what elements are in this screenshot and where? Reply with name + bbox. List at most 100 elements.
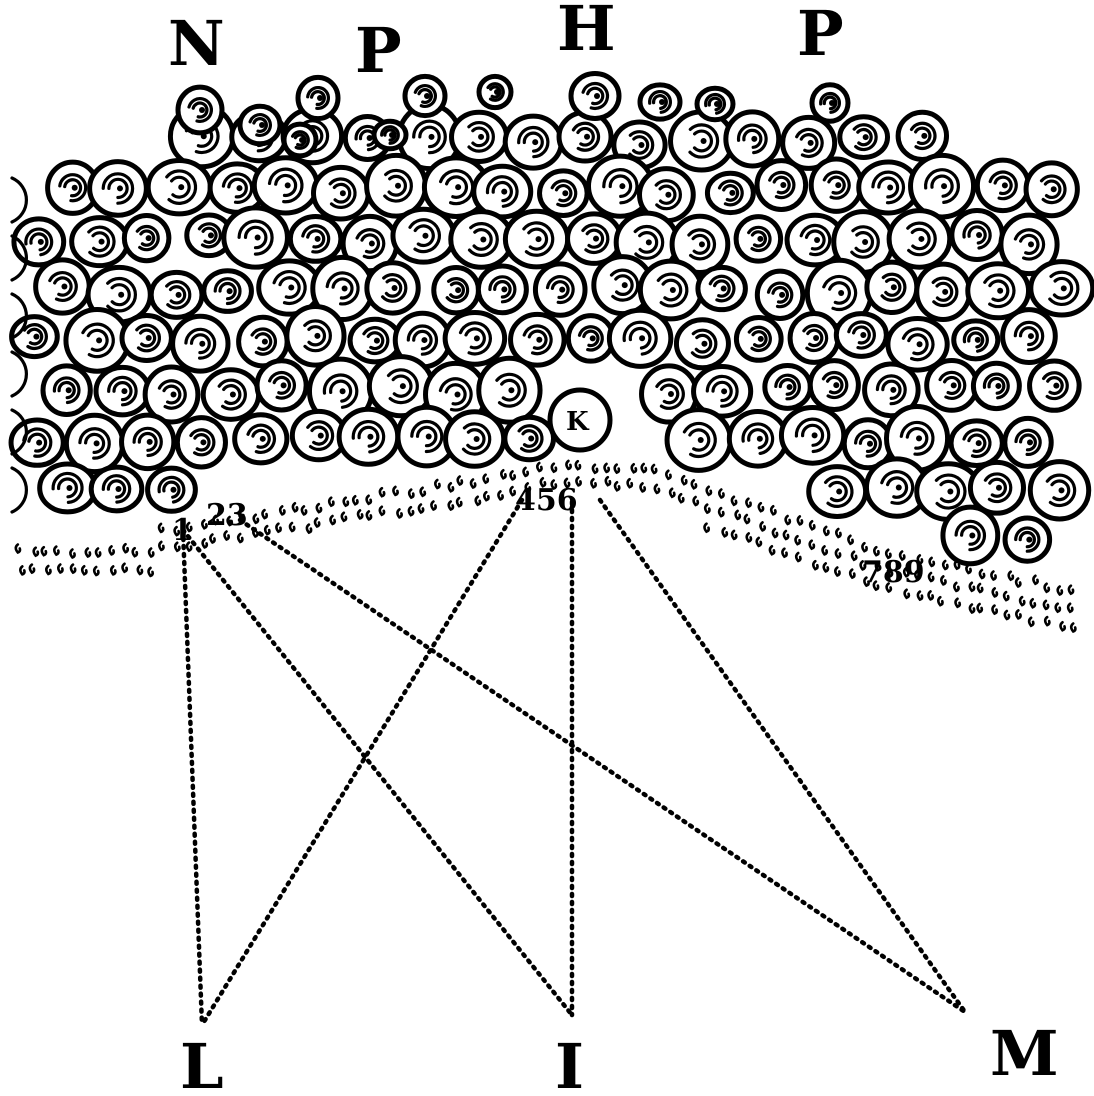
droplet [812,559,819,571]
droplet [109,565,117,576]
droplet [32,546,40,558]
particle-cell [883,403,951,473]
droplet [705,485,713,497]
droplet [1018,595,1026,607]
droplet [991,587,999,598]
droplet [1015,609,1022,620]
droplet [640,462,648,474]
particle-cell [119,313,174,364]
droplet [430,500,437,512]
droplet [252,513,260,525]
particle-cell [1000,307,1058,366]
edge-arc [10,176,29,224]
particle-cell [145,465,198,514]
particle-cell [287,214,344,264]
particle-cell [951,318,1001,362]
particle-cell [967,459,1027,516]
particle-cell [780,114,838,171]
droplet [69,548,76,560]
droplet [356,509,364,520]
droplet-fringe [14,459,1077,634]
droplet [703,503,711,515]
particle-cell [170,313,231,374]
droplet [872,580,880,592]
particle-cell [862,361,921,419]
droplet [482,473,490,485]
particle-cell [807,358,861,413]
particle-cell [476,355,543,425]
droplet [626,477,634,489]
droplet [121,562,129,574]
droplet [1032,574,1039,586]
droplet [665,469,672,481]
particle-cell [390,206,457,265]
droplet [1056,585,1064,597]
droplet [927,590,935,601]
particle-cell [9,314,60,360]
particle-cell [502,113,564,171]
droplet [92,565,100,577]
droplet [730,529,738,541]
droplet [639,482,647,493]
particle-cell [1002,515,1053,564]
particle-cell [200,367,262,422]
droplet [14,543,22,555]
droplet [456,475,464,487]
particle-cell [201,268,254,314]
droplet [745,532,753,543]
droplet [1066,602,1074,614]
droplet [822,562,830,573]
droplet [236,532,244,544]
particle-cell [336,406,401,467]
droplet [157,522,165,534]
droplet [378,505,386,517]
particle-cell [787,310,841,365]
particle-cell [40,363,93,418]
droplet [796,515,804,526]
droplet [590,478,597,489]
droplet [808,520,816,531]
droplet [536,461,543,473]
droplet [953,559,961,571]
droplet [94,547,102,559]
droplet [122,542,130,554]
point-label-23: 23 [206,498,248,533]
particle-cell [965,261,1032,321]
droplet [976,602,984,614]
droplet [288,521,296,533]
particle-cell [895,109,950,162]
particle-cell [88,464,145,514]
particle-cell [664,407,733,473]
particle-cell [673,317,731,371]
particle-cell [695,264,748,313]
particle-cell [1027,459,1092,522]
droplet [630,463,638,474]
particle-cell [8,417,66,468]
droplet [136,564,144,576]
particle-cell [723,109,782,169]
particle-cell [637,82,683,122]
droplet [223,530,231,542]
particle-cell [37,461,98,515]
droplet [565,459,572,471]
particle-cell [281,121,319,159]
droplet [941,559,949,571]
droplet [57,563,64,575]
droplet [965,563,972,575]
droplet [968,603,976,615]
droplet [53,545,60,557]
particle-cell [762,363,813,411]
droplet [794,534,802,546]
particle-cell [565,313,616,364]
droplet [80,565,88,576]
droplet [757,501,765,513]
droplet [768,545,776,556]
droplet [1014,577,1022,589]
particle-cell [908,152,977,220]
droplet [563,477,571,489]
particle-cell [833,311,889,359]
droplet [703,522,711,534]
droplet [407,505,415,517]
particle-cell [448,209,515,270]
